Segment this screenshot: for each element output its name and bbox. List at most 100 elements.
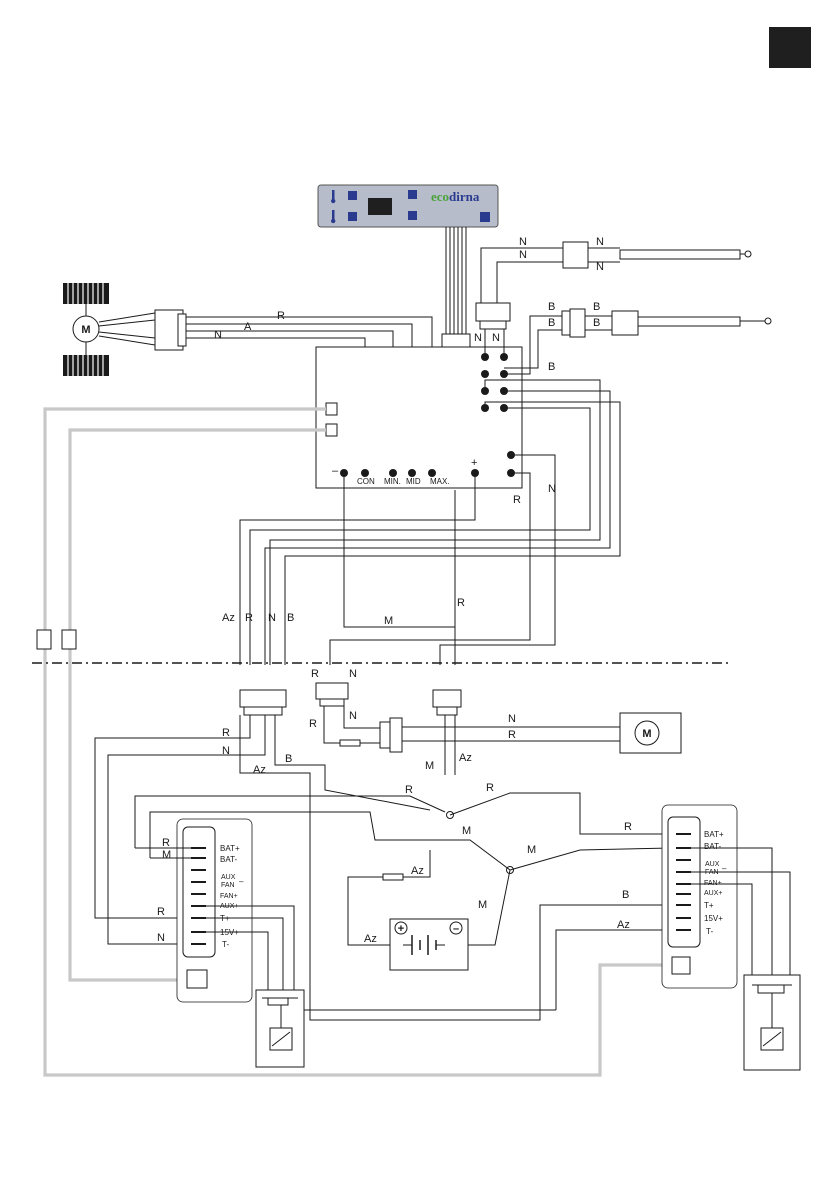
control-panel: ecodirna [318, 185, 498, 227]
wire-label: N [519, 249, 527, 261]
wire-label: FAN [221, 882, 235, 889]
wire-label: M [642, 728, 651, 740]
loom-connector-2 [326, 424, 337, 436]
wire-label: N [474, 332, 482, 344]
sensor-n [476, 242, 751, 357]
wire-label: N [214, 329, 222, 341]
sensor-b [504, 309, 771, 374]
brand-logo: ecodirna [431, 189, 480, 204]
wire-label: Az [459, 752, 472, 764]
wire-label: B [287, 612, 294, 624]
wire-label: N [349, 668, 357, 680]
power-icon[interactable] [480, 212, 490, 222]
wire-label: A [244, 321, 252, 333]
wire-label: R [513, 494, 521, 506]
wire-label: BAT- [704, 842, 722, 851]
motor-connector [390, 718, 402, 752]
fan-motor-top: M [63, 283, 186, 376]
left-thermostat [256, 990, 304, 1067]
wire-label: M [81, 324, 90, 336]
wire-label: N [349, 710, 357, 722]
wire-label: N [492, 332, 500, 344]
wire-label: AUX+ [704, 890, 722, 897]
bottom-mid-connector [316, 683, 348, 699]
wire-label: R [277, 310, 285, 322]
con-label: CON [357, 477, 375, 486]
wire-label: B [622, 889, 629, 901]
wire-label: R [157, 906, 165, 918]
wire-label: BAT+ [704, 830, 724, 839]
wire-label: B [548, 317, 555, 329]
left-module-plug [187, 970, 207, 988]
wire-label: R [311, 668, 319, 680]
wire-label: T- [222, 940, 229, 949]
wire-label: R [222, 727, 230, 739]
wire-label: 15V+ [704, 914, 723, 923]
wire-label: BAT- [220, 855, 238, 864]
wire-label: AUX [705, 861, 720, 868]
mid-label: MID [406, 477, 421, 486]
wire-label: BAT+ [220, 844, 240, 853]
right-control-module: BAT+ BAT- AUX FAN – FAN+ AUX+ T+ 15V+ T- [662, 805, 737, 988]
wire-label: R [162, 837, 170, 849]
control-box [316, 347, 522, 488]
wire-label: R [508, 729, 516, 741]
wire-label: R [309, 718, 317, 730]
wire-label: R [245, 612, 253, 624]
right-module-plug [672, 957, 690, 974]
wire-label: N [268, 612, 276, 624]
bottom-right-connector [433, 690, 461, 707]
wire-label: B [593, 301, 600, 313]
display [368, 198, 392, 215]
wire-label: Az [253, 764, 266, 776]
wire-label: M [527, 844, 536, 856]
wire-label: B [548, 301, 555, 313]
bottom-left-connector [240, 690, 286, 707]
wire-label: + [398, 923, 404, 935]
min-label: MIN. [384, 477, 401, 486]
wire-label: B [593, 317, 600, 329]
wire-label: N [508, 713, 516, 725]
wire-label: N [519, 236, 527, 248]
loom-plug-1 [37, 630, 51, 649]
loom-plug-2 [62, 630, 76, 649]
wire-label: Az [222, 612, 235, 624]
wire-label: N [157, 932, 165, 944]
loom-connector-1 [326, 403, 337, 415]
fuse-1 [340, 740, 360, 746]
right-thermostat [744, 975, 800, 1070]
wire-label: Az [364, 933, 377, 945]
page-corner-tab [769, 27, 811, 68]
wire-label: M [162, 849, 171, 861]
wire-label: T+ [704, 901, 714, 910]
wire-label: M [478, 899, 487, 911]
wire-label: M [425, 760, 434, 772]
wire-label: R [405, 784, 413, 796]
minus-terminal-label: – [332, 465, 339, 477]
wire-label: R [486, 782, 494, 794]
wire-label: N [596, 261, 604, 273]
wire-label: T- [706, 927, 713, 936]
fan-icon[interactable] [348, 191, 357, 200]
wire-label: M [384, 615, 393, 627]
wire-label: M [462, 825, 471, 837]
fan-icon-2[interactable] [348, 212, 357, 221]
up-arrow-icon[interactable] [408, 190, 417, 199]
wire-label: Az [411, 865, 424, 877]
fuse-2 [383, 874, 403, 880]
wire-label: N [548, 483, 556, 495]
wire-label: – [239, 877, 244, 886]
plus-terminal-label: + [471, 457, 477, 469]
wire-label: AUX [221, 874, 236, 881]
wire-label: B [285, 753, 292, 765]
down-arrow-icon[interactable] [408, 211, 417, 220]
left-control-module: BAT+ BAT- AUX FAN – FAN+ AUX+ T+ 15V+ T- [177, 819, 252, 1002]
wire-label: – [453, 923, 459, 935]
ribbon-connector [442, 334, 470, 347]
wire-label: Az [617, 919, 630, 931]
ribbon-cable [446, 227, 466, 347]
wire-label: N [596, 236, 604, 248]
wire-label: R [457, 597, 465, 609]
wire-label: R [624, 821, 632, 833]
